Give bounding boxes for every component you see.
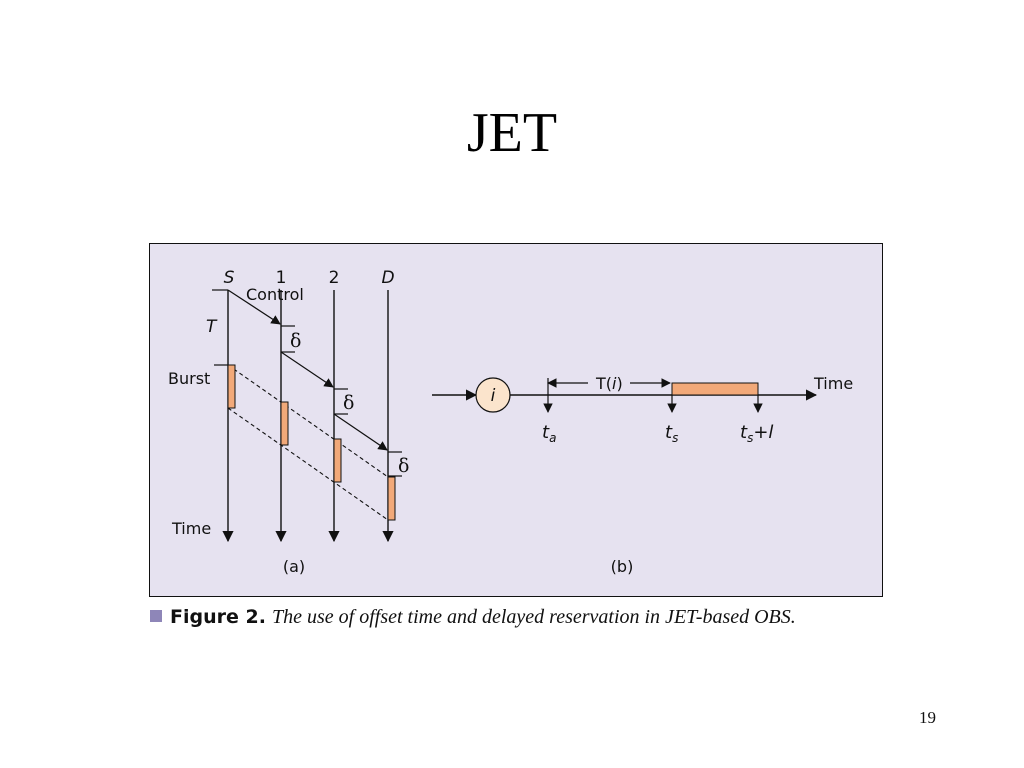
- caption-text: The use of offset time and delayed reser…: [271, 606, 796, 628]
- delta-label-d: δ: [398, 455, 409, 477]
- delta-label-2: δ: [343, 392, 354, 414]
- figure-caption: Figure 2. The use of offset time and del…: [150, 604, 910, 630]
- burst-2: [333, 438, 342, 483]
- panel-b-sublabel: (b): [611, 557, 634, 576]
- control-label: Control: [246, 285, 304, 304]
- burst-s: [227, 364, 236, 409]
- control-arrow-2-d: [333, 413, 388, 451]
- ts-label: ts: [665, 422, 678, 445]
- burst-d: [387, 476, 396, 521]
- node-label-1: 1: [276, 268, 287, 288]
- time-label-a: Time: [171, 519, 211, 538]
- interval-label: T(i): [595, 374, 623, 393]
- jet-diagram: S 1 2 D Control T Burst δ δ: [168, 268, 853, 576]
- ta-label: ta: [542, 422, 556, 445]
- panel-a: S 1 2 D Control T Burst δ δ: [168, 268, 409, 576]
- node-label: i: [491, 386, 496, 406]
- burst-label: Burst: [168, 369, 210, 388]
- caption-label: Figure 2.: [170, 606, 266, 628]
- reservation-bar: [671, 382, 759, 396]
- page-number: 19: [919, 708, 936, 727]
- tsl-label: ts+l: [740, 422, 773, 445]
- node-label-s: S: [224, 268, 235, 288]
- node-label-d: D: [381, 268, 394, 288]
- burst-1: [280, 401, 289, 446]
- offset-label: T: [206, 317, 218, 337]
- panel-a-sublabel: (a): [283, 557, 305, 576]
- delta-label-1: δ: [290, 330, 301, 352]
- control-arrow-s-1: [227, 289, 281, 325]
- burst-envelope-bottom: [227, 407, 389, 521]
- slide-title: JET: [466, 102, 558, 164]
- caption-square-icon: [150, 610, 162, 622]
- figure-panel: S 1 2 D Control T Burst δ δ: [149, 243, 883, 597]
- time-label-b: Time: [813, 374, 853, 393]
- burst-envelope-top: [227, 364, 389, 478]
- node-label-2: 2: [329, 268, 340, 288]
- control-arrow-1-2: [280, 351, 334, 388]
- panel-b: i Time T(i) ta ts ts+l (b): [432, 374, 853, 576]
